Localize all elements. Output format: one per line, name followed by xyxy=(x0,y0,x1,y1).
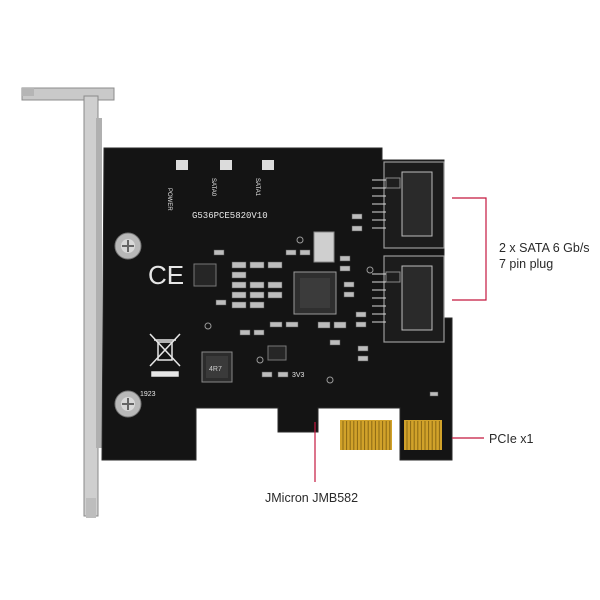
via xyxy=(366,266,374,274)
smd-part xyxy=(355,321,367,328)
smd-part xyxy=(317,321,331,329)
smd-part xyxy=(285,249,297,256)
led-label-power: POWER xyxy=(166,188,172,211)
smd-part xyxy=(351,213,363,220)
smd-part xyxy=(261,371,273,378)
smd-part xyxy=(231,291,247,299)
small-chip xyxy=(267,345,287,361)
via xyxy=(204,322,212,330)
smd-part xyxy=(249,291,265,299)
smd-part xyxy=(339,265,351,272)
regulator-chip xyxy=(193,263,217,287)
smd-part xyxy=(357,345,369,352)
led-label-sata0: SATA0 xyxy=(210,178,216,197)
smd-part xyxy=(285,321,299,328)
inductor-code: 4R7 xyxy=(209,366,222,373)
callout-sata: 2 x SATA 6 Gb/s 7 pin plug xyxy=(499,240,590,272)
screw-bottom xyxy=(114,390,142,418)
smd-part xyxy=(231,281,247,289)
smd-part xyxy=(215,299,227,306)
via xyxy=(256,356,264,364)
smd-part xyxy=(249,281,265,289)
inductor xyxy=(201,351,233,383)
smd-part xyxy=(299,249,311,256)
smd-part xyxy=(267,281,283,289)
smd-part xyxy=(357,355,369,362)
led-power xyxy=(176,160,188,170)
board-model-text: G536PCE5820V10 xyxy=(192,211,268,221)
smd-part xyxy=(231,271,247,279)
mounting-bracket xyxy=(21,87,115,518)
rail-label: 3V3 xyxy=(292,372,305,379)
led-label-sata1: SATA1 xyxy=(254,178,260,197)
callout-sata-line1: 2 x SATA 6 Gb/s xyxy=(499,241,590,255)
sata-connector-1 xyxy=(383,161,445,249)
crystal-oscillator xyxy=(313,231,335,263)
smd-part xyxy=(239,329,251,336)
led-sata0 xyxy=(220,160,232,170)
smd-part xyxy=(231,261,247,269)
smd-part xyxy=(231,301,247,309)
smd-part xyxy=(351,225,363,232)
screw-top xyxy=(114,232,142,260)
smd-part xyxy=(213,249,225,256)
pcie-gold-fingers xyxy=(340,420,442,450)
callout-line-sata xyxy=(452,197,487,301)
ce-mark: CE xyxy=(148,260,184,290)
weee-bin-icon xyxy=(149,333,181,377)
via xyxy=(326,376,334,384)
sata-connector-2 xyxy=(383,255,445,343)
smd-components xyxy=(204,213,439,397)
smd-part xyxy=(249,301,265,309)
via xyxy=(296,236,304,244)
smd-part xyxy=(249,261,265,269)
smd-part xyxy=(429,391,439,397)
callout-controller: JMicron JMB582 xyxy=(265,491,359,505)
smd-part xyxy=(329,339,341,346)
date-code: 1923 xyxy=(140,391,156,398)
led-sata1 xyxy=(262,160,274,170)
smd-part xyxy=(339,255,351,262)
smd-part xyxy=(333,321,347,329)
smd-part xyxy=(267,261,283,269)
callout-sata-line2: 7 pin plug xyxy=(499,257,554,271)
callout-pcie: PCIe x1 xyxy=(489,432,534,446)
smd-part xyxy=(343,281,355,288)
smd-part xyxy=(355,311,367,318)
controller-chip xyxy=(293,271,337,315)
smd-part xyxy=(253,329,265,336)
smd-part xyxy=(269,321,283,328)
smd-part xyxy=(267,291,283,299)
smd-part xyxy=(277,371,289,378)
pcb-board xyxy=(101,147,453,461)
smd-part xyxy=(343,291,355,298)
